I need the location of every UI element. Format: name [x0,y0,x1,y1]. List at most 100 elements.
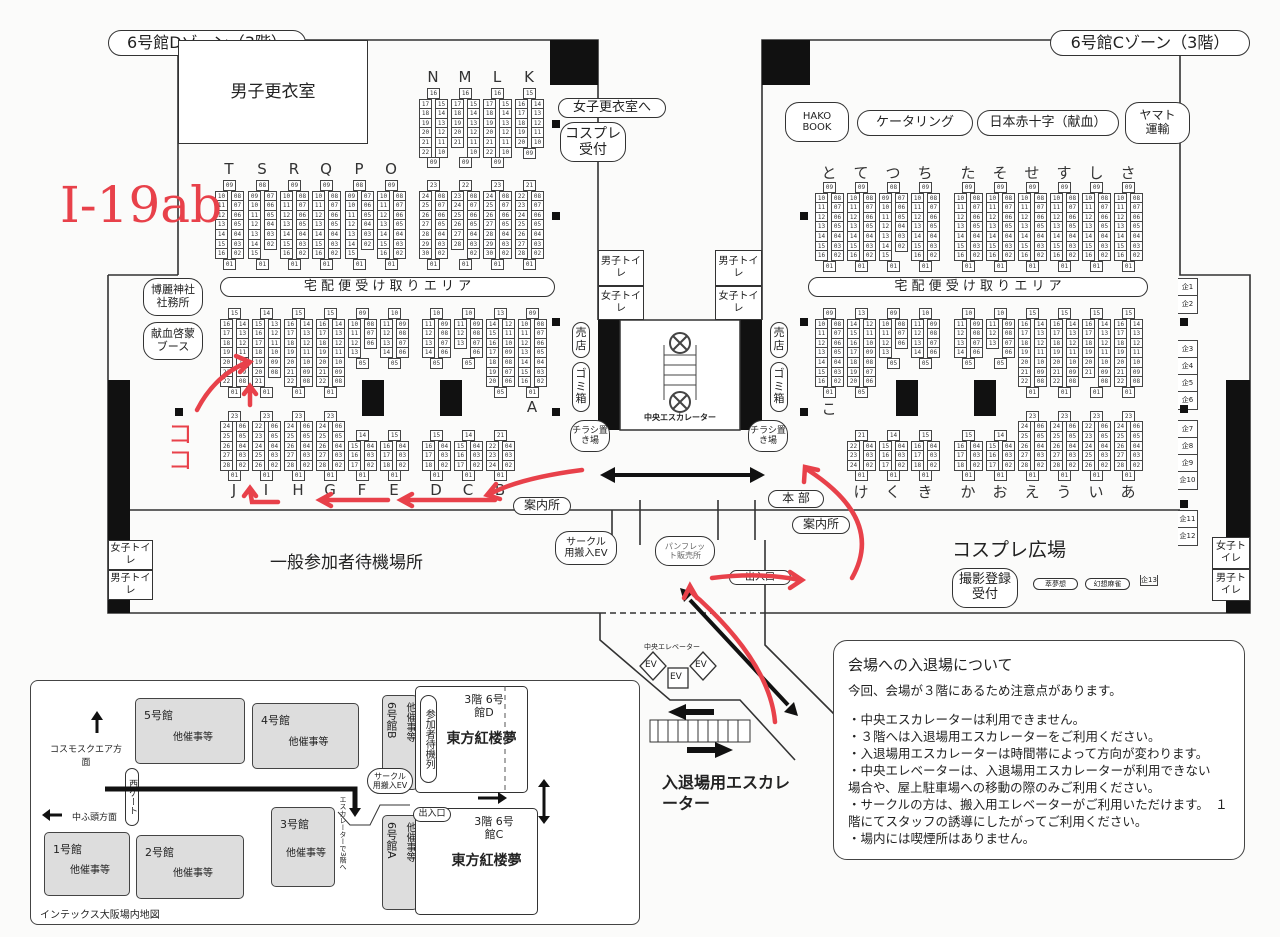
seat[interactable]: ​13 [855,308,868,319]
seat[interactable]: 01 [823,386,836,398]
seat[interactable]: 09 [523,147,536,159]
seat[interactable]: 01 [292,470,305,482]
seat[interactable]: 01 [462,470,475,482]
seat[interactable]: 28 [220,459,233,471]
seat[interactable]: 01 [1058,260,1071,272]
seat[interactable]: ​09 [823,308,836,319]
seat[interactable]: 16 [215,248,228,260]
seat[interactable]: 01 [388,470,401,482]
seat[interactable]: 16 [847,250,860,262]
seat[interactable]: ​15 [324,308,337,319]
seat[interactable]: ​09 [823,182,836,193]
seat[interactable]: 01 [494,470,507,482]
seat[interactable]: 01 [994,260,1007,272]
seat[interactable]: 01 [223,258,236,270]
seat[interactable]: 02 [364,459,377,471]
seat[interactable]: ​08 [256,180,269,191]
seat[interactable]: 01 [320,258,333,270]
seat[interactable]: ​16 [491,88,504,99]
seat[interactable]: 08 [332,376,345,388]
seat[interactable]: 01 [228,470,241,482]
seat[interactable]: ​22 [459,180,472,191]
seat[interactable]: 16 [815,376,828,388]
seat[interactable]: 09 [459,157,472,169]
seat[interactable]: 09 [427,157,440,169]
seat[interactable]: ​16 [427,88,440,99]
seat[interactable]: 20 [847,376,860,388]
seat[interactable]: ​09 [1090,182,1103,193]
seat[interactable]: ​14 [462,430,475,441]
seat[interactable]: 16 [1082,250,1095,262]
seat[interactable]: 16 [815,250,828,262]
seat[interactable]: 01 [1090,260,1103,272]
seat[interactable]: ​09 [526,308,539,319]
seat[interactable]: 02 [1130,250,1143,262]
seat[interactable]: 01 [855,260,868,272]
seat[interactable]: 10 [435,146,448,158]
seat[interactable]: 15 [248,248,261,260]
seat[interactable]: 10 [499,146,512,158]
seat[interactable]: 06 [396,347,409,359]
seat[interactable]: 05 [356,358,369,369]
seat[interactable]: 18 [422,459,435,471]
seat[interactable]: 01 [430,470,443,482]
seat[interactable]: 30 [419,248,432,260]
seat[interactable]: 01 [523,258,536,270]
seat[interactable]: ​23 [324,410,337,422]
seat[interactable]: 16 [1114,250,1127,262]
seat[interactable]: 15 [345,248,358,260]
circle-loading-elevator[interactable]: サークル用搬入EV [555,531,617,565]
seat[interactable]: 16 [1050,250,1063,262]
seat[interactable]: 02 [236,459,249,471]
seat[interactable]: ​09 [1122,182,1135,193]
seat[interactable]: 22 [316,376,329,388]
seat[interactable]: 02 [1098,250,1111,262]
seat[interactable]: 13 [348,347,361,359]
seat[interactable]: 26 [252,459,265,471]
seat[interactable]: 01 [356,470,369,482]
seat[interactable]: 22 [284,376,297,388]
seat[interactable]: 01 [1026,260,1039,272]
seat[interactable]: 02 [296,248,309,260]
seat[interactable]: 05 [388,358,401,369]
seat[interactable]: 01 [1122,260,1135,272]
seat[interactable]: 16 [377,248,390,260]
seat[interactable]: 02 [502,459,515,471]
seat[interactable]: ​09 [994,182,1007,193]
seat[interactable]: ​15 [430,430,443,441]
seat[interactable]: ​21 [494,430,507,441]
seat[interactable]: ​16 [459,88,472,99]
seat[interactable]: 01 [353,258,366,270]
seat[interactable]: 01 [823,260,836,272]
seat[interactable]: 06 [438,347,451,359]
seat[interactable]: 28 [284,459,297,471]
seat[interactable]: 30 [483,248,496,260]
seat[interactable]: 21 [252,376,265,388]
seat[interactable]: ​09 [1058,182,1071,193]
seat[interactable]: ​09 [385,180,398,191]
seat[interactable]: ​09 [288,180,301,191]
seat[interactable]: ​13 [494,308,507,319]
seat[interactable]: 02 [332,459,345,471]
seat[interactable]: 02 [470,459,483,471]
seat[interactable]: ​23 [491,180,504,191]
seat[interactable]: 14 [422,347,435,359]
seat[interactable]: 08 [268,366,281,378]
seat[interactable]: ​09 [320,180,333,191]
seat[interactable]: 21 [451,137,464,148]
seat[interactable]: 16 [911,250,924,262]
seat[interactable]: 02 [231,248,244,260]
seat[interactable]: 01 [919,260,932,272]
seat[interactable]: 02 [831,376,844,388]
seat[interactable]: 01 [256,258,269,270]
seat[interactable]: 28 [316,459,329,471]
seat[interactable]: 28 [451,238,464,250]
seat[interactable]: 01 [526,386,539,398]
seat[interactable]: 10 [467,146,480,158]
seat[interactable]: 02 [1066,250,1079,262]
seat[interactable]: 01 [260,386,273,398]
seat[interactable]: 09 [491,157,504,169]
seat[interactable]: 17 [348,459,361,471]
seat[interactable]: ​09 [919,182,932,193]
seat[interactable]: 01 [292,386,305,398]
